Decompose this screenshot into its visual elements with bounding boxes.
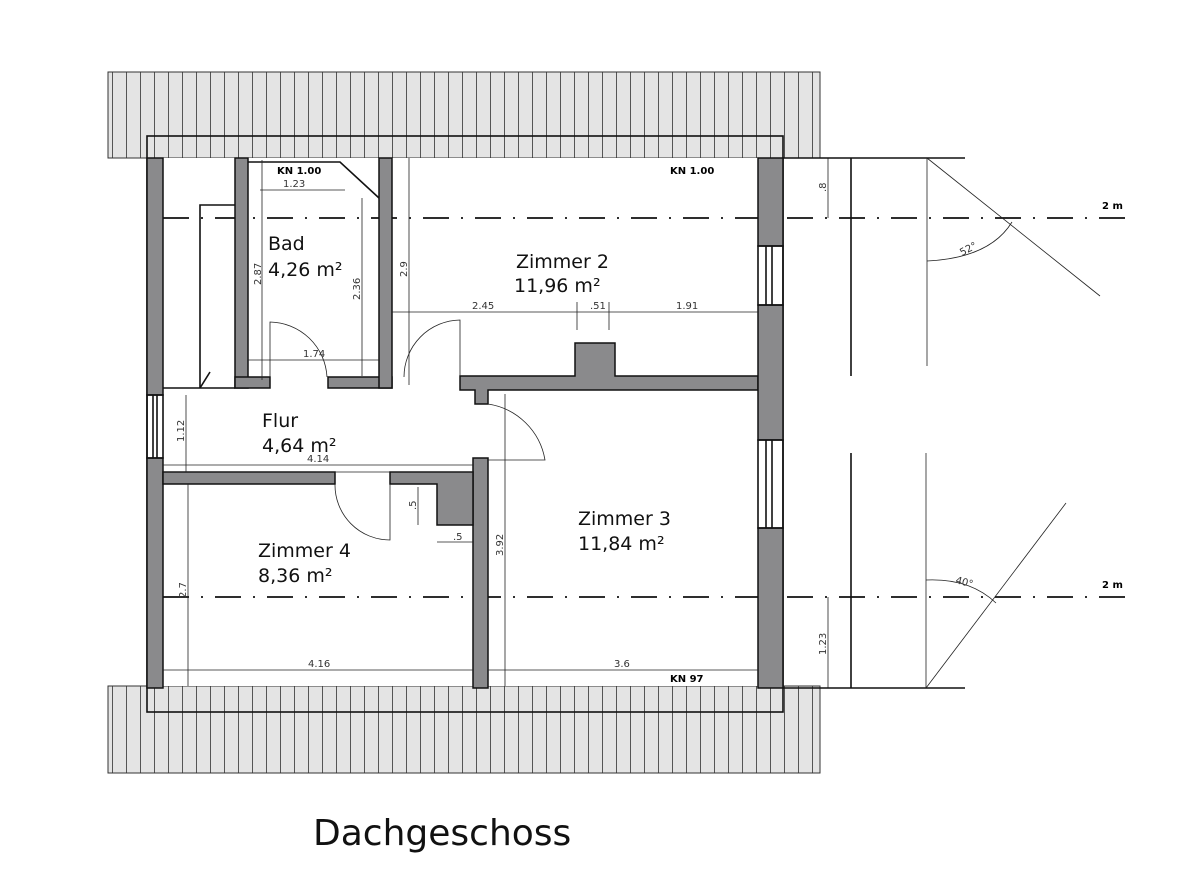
plan-title: Dachgeschoss (313, 813, 571, 854)
dim-bad-top: 1.23 (283, 179, 305, 190)
level-zimmer-2: KN 1.00 (670, 166, 714, 177)
dim-flur-height: 1.12 (176, 420, 187, 442)
room-name-bad: Bad (268, 233, 305, 255)
dim-zimmer4-step-h: .5 (453, 532, 463, 543)
dim-bad-left: 2.87 (253, 263, 264, 285)
dim-zimmer2-a: 2.45 (472, 301, 494, 312)
room-name-flur: Flur (262, 410, 298, 432)
roof-top (107, 71, 821, 159)
level-bad: KN 1.00 (277, 166, 321, 177)
dim-section-bottom: 1.23 (818, 633, 829, 655)
room-area-flur: 4,64 m² (262, 435, 336, 457)
section-height-bottom: 2 m (1102, 580, 1123, 591)
dim-zimmer2-height: 2.9 (399, 261, 410, 277)
room-area-zimmer-3: 11,84 m² (578, 533, 665, 555)
dim-zimmer3-width: 3.6 (614, 659, 630, 670)
doors (163, 319, 546, 541)
walls (146, 157, 784, 689)
dim-zimmer4-height: 2.7 (178, 582, 189, 598)
level-zimmer-3: KN 97 (670, 674, 704, 685)
windows (146, 245, 784, 529)
roof-angle-bottom: 40° (954, 575, 974, 590)
room-area-zimmer-2: 11,96 m² (514, 275, 601, 297)
dim-section-top: .8 (818, 182, 829, 192)
dim-zimmer2-b: .51 (590, 301, 606, 312)
dim-zimmer4-width: 4.16 (308, 659, 330, 670)
roof-section (783, 157, 1101, 689)
dim-zimmer4-step-v: .5 (408, 500, 419, 510)
dim-zimmer3-height: 3.92 (495, 534, 506, 556)
roof-bottom (107, 685, 821, 774)
dim-bad-bottom: 1.74 (303, 349, 325, 360)
room-name-zimmer-3: Zimmer 3 (578, 508, 671, 530)
dimension-lines (163, 158, 829, 688)
roof-angle-top: 52° (958, 241, 979, 259)
section-height-top: 2 m (1102, 201, 1123, 212)
room-name-zimmer-4: Zimmer 4 (258, 540, 351, 562)
dim-zimmer2-c: 1.91 (676, 301, 698, 312)
room-area-zimmer-4: 8,36 m² (258, 565, 332, 587)
room-area-bad: 4,26 m² (268, 259, 342, 281)
room-name-zimmer-2: Zimmer 2 (516, 251, 609, 273)
dim-bad-inner: 2.36 (352, 278, 363, 300)
dim-flur-width: 4.14 (307, 454, 329, 465)
